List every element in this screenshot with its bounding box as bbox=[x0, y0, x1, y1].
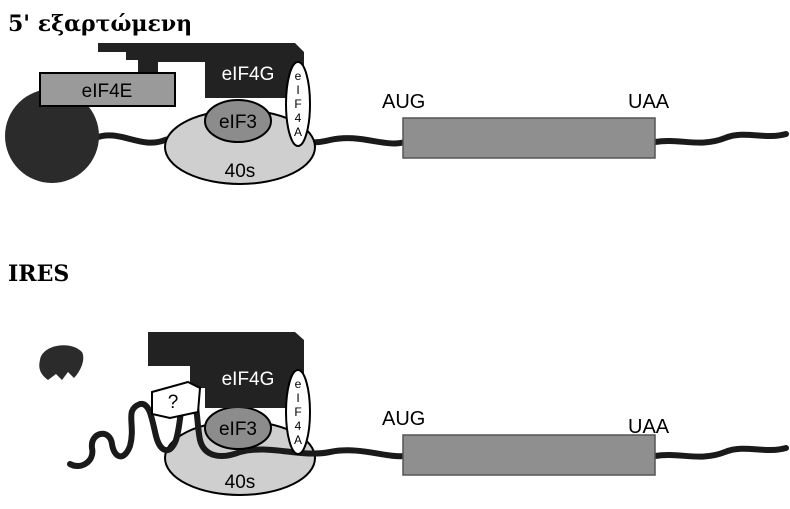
ires-eif3-label: eIF3 bbox=[219, 419, 257, 440]
cap-eif3 bbox=[204, 99, 272, 143]
ires-eif4a-letter: F bbox=[294, 405, 301, 419]
cap-mrna-strand bbox=[92, 131, 789, 147]
cap-eif3-label: eIF3 bbox=[219, 112, 257, 133]
ires-eif4a-letter: A bbox=[294, 433, 302, 447]
ires-coding-region bbox=[402, 434, 656, 476]
ires-panel: IRES 40s eIF3 eIF4G ? e I F 4 A AUG UAA bbox=[8, 261, 789, 496]
cap-start-codon: AUG bbox=[382, 91, 425, 113]
ires-eif4a bbox=[285, 369, 311, 455]
cap-eif4a-letter: I bbox=[296, 83, 299, 97]
ires-panel-heading: IRES bbox=[8, 261, 69, 287]
cap-eif4a-letter: 4 bbox=[295, 111, 302, 125]
cap-eif4a-letter: e bbox=[295, 69, 302, 83]
ires-eif4g-label: eIF4G bbox=[222, 369, 275, 390]
ires-unknown-factor bbox=[151, 380, 202, 420]
cap-eif4e-label: eIF4E bbox=[82, 81, 133, 102]
cap-eif4a bbox=[285, 61, 311, 147]
cap-eif4a-letter: F bbox=[294, 97, 301, 111]
cap-40s-label: 40s bbox=[225, 161, 256, 182]
ires-eif4a-letter: 4 bbox=[295, 419, 302, 433]
ires-eif4a-letter: e bbox=[295, 377, 302, 391]
ires-40s-label: 40s bbox=[225, 472, 256, 493]
cap-eif4g-label: eIF4G bbox=[222, 64, 275, 85]
ires-stop-codon: UAA bbox=[628, 416, 670, 438]
cap-eif4e bbox=[39, 72, 176, 107]
ires-detached-cap bbox=[39, 345, 84, 380]
cap-dependent-panel: 5' εξαρτώμενη 40s eIF3 eIF4G eIF4E e I F… bbox=[5, 11, 789, 185]
ires-unknown-factor-label: ? bbox=[168, 392, 179, 413]
cap-eif4a-letter: A bbox=[294, 125, 302, 139]
cap-structure bbox=[5, 89, 99, 183]
ires-eif4a-letter: I bbox=[296, 391, 299, 405]
cap-stop-codon: UAA bbox=[628, 91, 670, 113]
ires-eif4g bbox=[148, 332, 304, 408]
cap-coding-region bbox=[402, 117, 656, 159]
cap-panel-heading: 5' εξαρτώμενη bbox=[8, 11, 192, 37]
ires-start-codon: AUG bbox=[382, 408, 425, 430]
cap-eif4g bbox=[98, 43, 304, 98]
